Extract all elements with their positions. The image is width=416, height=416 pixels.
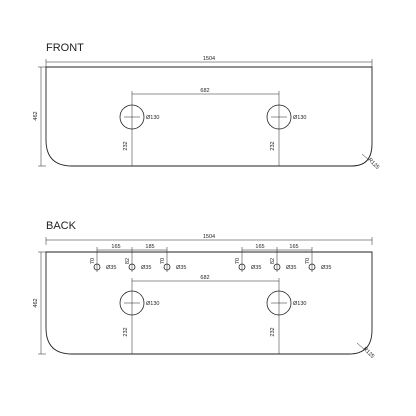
back-right-tap-b: [273, 263, 281, 271]
back-spacing-label: 682: [200, 275, 209, 281]
back-left-tap-b-label: Ø35: [141, 265, 151, 271]
front-title: FRONT: [46, 42, 84, 54]
back-right-spacing-b-label: 165: [289, 244, 298, 250]
back-left-tap-a-label: Ø35: [106, 265, 116, 271]
back-left-spacing-a-label: 165: [111, 244, 120, 250]
front-corner-label: R125: [367, 157, 381, 171]
back-right-tap-c: [308, 263, 316, 271]
back-right-spacing-a-label: 165: [255, 244, 264, 250]
front-left-offset-label: 232: [123, 141, 129, 150]
back-right-tap-b-offset: 82: [270, 258, 276, 264]
front-width-label: 1504: [203, 56, 215, 62]
back-width-label: 1504: [203, 234, 215, 240]
front-view: FRONT 1504 462 682 Ø130 232 Ø130 232 R12…: [33, 42, 380, 171]
back-left-tap-a: [93, 263, 101, 271]
back-left-spacing-b-label: 185: [145, 244, 154, 250]
back-view: BACK 1504 462 165 185 70 82 70 Ø35 Ø35 Ø…: [33, 220, 375, 360]
front-spacing-label: 682: [200, 88, 209, 94]
back-right-tap-c-label: Ø35: [321, 265, 331, 271]
back-left-tap-c: [163, 263, 171, 271]
front-right-offset-label: 232: [270, 141, 276, 150]
back-title: BACK: [46, 220, 77, 232]
back-left-hole-label: Ø130: [146, 301, 159, 307]
back-right-offset-label: 232: [270, 327, 276, 336]
back-height-label: 462: [33, 298, 39, 307]
back-right-tap-a: [238, 263, 246, 271]
back-left-tap-b-offset: 82: [125, 258, 131, 264]
front-right-hole-label: Ø130: [293, 115, 306, 121]
back-left-tap-c-offset: 70: [160, 258, 166, 264]
back-left-tap-b: [128, 263, 136, 271]
front-height-label: 462: [33, 111, 39, 120]
front-outline: [45, 66, 373, 167]
back-right-tap-a-offset: 70: [235, 258, 241, 264]
back-left-tap-a-offset: 70: [90, 258, 96, 264]
back-corner-label: R125: [362, 346, 376, 360]
back-right-hole-label: Ø130: [293, 301, 306, 307]
back-right-tap-b-label: Ø35: [286, 265, 296, 271]
back-right-tap-a-label: Ø35: [251, 265, 261, 271]
back-left-offset-label: 232: [123, 327, 129, 336]
back-left-tap-c-label: Ø35: [176, 265, 186, 271]
front-left-hole-label: Ø130: [146, 115, 159, 121]
back-outline: [45, 251, 373, 355]
back-right-tap-c-offset: 70: [305, 258, 311, 264]
